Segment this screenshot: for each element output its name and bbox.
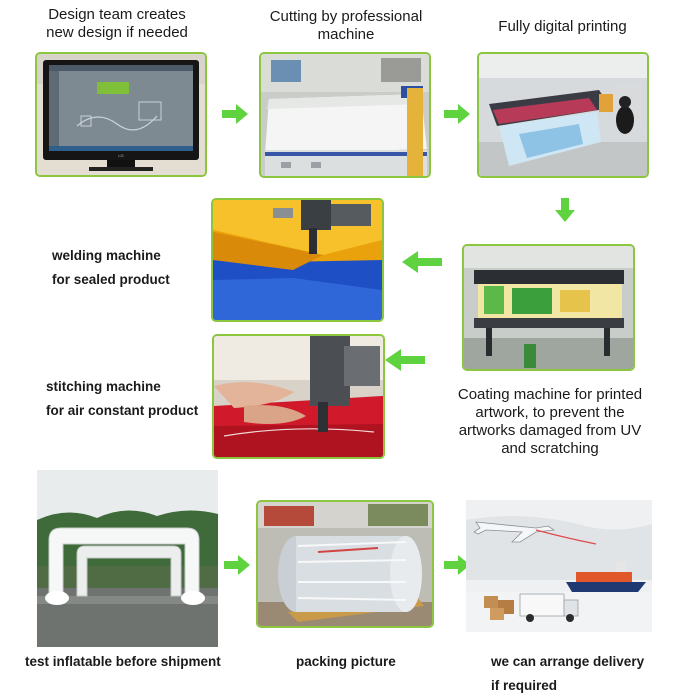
- coating-caption-line4: and scratching: [440, 440, 660, 458]
- arrow-right-3-icon: [224, 555, 250, 575]
- design-photo: LG: [35, 52, 207, 177]
- welding-caption: welding machine for sealed product: [52, 244, 202, 292]
- packing-photo: [256, 500, 434, 628]
- stitching-caption-line2: for air constant product: [46, 399, 216, 423]
- stitching-caption: stitching machine for air constant produ…: [46, 375, 216, 423]
- printing-photo: [477, 52, 649, 178]
- cutting-caption-line1: Cutting by professional: [252, 8, 440, 26]
- packing-caption: packing picture: [296, 650, 436, 674]
- testing-caption-text: test inflatable before shipment: [25, 650, 245, 674]
- arrow-left-2-icon: [385, 349, 425, 371]
- welding-caption-line2: for sealed product: [52, 268, 202, 292]
- design-caption: Design team creates new design if needed: [28, 6, 206, 42]
- arrow-left-1-icon: [402, 251, 442, 273]
- design-caption-line2: new design if needed: [28, 24, 206, 42]
- coating-photo: [462, 244, 635, 371]
- arrow-right-2-icon: [444, 104, 470, 124]
- design-caption-line1: Design team creates: [28, 6, 206, 24]
- delivery-caption-line2: if required: [491, 674, 691, 698]
- delivery-photo: [466, 500, 652, 632]
- stitching-caption-line1: stitching machine: [46, 375, 216, 399]
- coating-caption-line1: Coating machine for printed: [440, 386, 660, 404]
- arrow-down-icon: [555, 198, 575, 222]
- printing-caption-text: Fully digital printing: [475, 18, 650, 36]
- coating-caption-line2: artwork, to prevent the: [440, 404, 660, 422]
- cutting-caption-line2: machine: [252, 26, 440, 44]
- packing-caption-text: packing picture: [296, 650, 436, 674]
- coating-caption: Coating machine for printed artwork, to …: [440, 386, 660, 458]
- testing-caption: test inflatable before shipment: [25, 650, 245, 674]
- welding-caption-line1: welding machine: [52, 244, 202, 268]
- coating-caption-line3: artworks damaged from UV: [440, 422, 660, 440]
- delivery-caption-line1: we can arrange delivery: [491, 650, 691, 674]
- cutting-photo: [259, 52, 431, 178]
- monitor-logo: LG: [118, 153, 123, 158]
- test-inflatable-photo: [37, 470, 218, 647]
- printing-caption: Fully digital printing: [475, 18, 650, 36]
- welding-photo: [211, 198, 384, 322]
- arrow-right-1-icon: [222, 104, 248, 124]
- delivery-caption: we can arrange delivery if required: [491, 650, 691, 698]
- cutting-caption: Cutting by professional machine: [252, 8, 440, 44]
- stitching-photo: [212, 334, 385, 459]
